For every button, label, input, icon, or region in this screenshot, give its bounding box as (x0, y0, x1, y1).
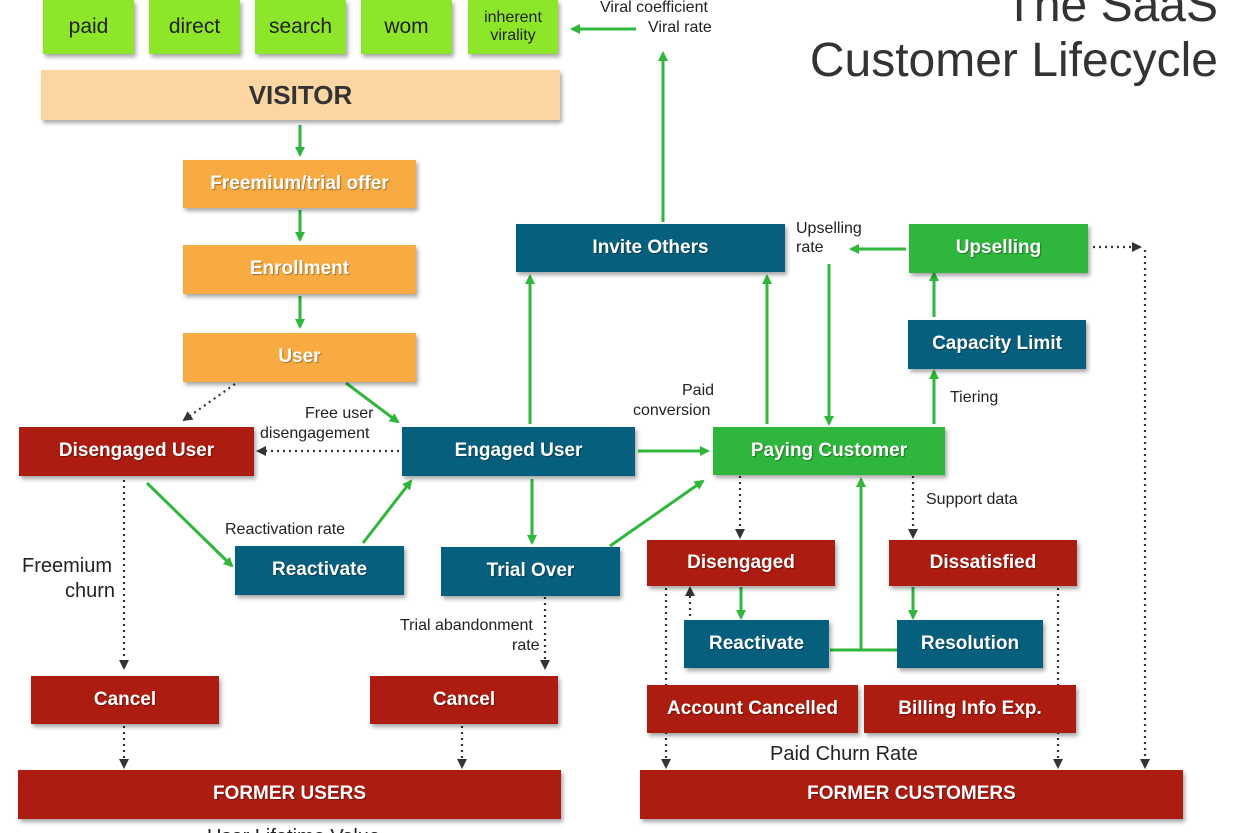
arrow-trial-over-to-paying (609, 479, 705, 548)
cancel-left-box: Cancel (31, 676, 219, 724)
source-wom: wom (361, 0, 452, 54)
disengaged-box: Disengaged (647, 540, 835, 586)
label-upselling-rate-1: Upselling (796, 220, 862, 237)
title-line-2: Customer Lifecycle (809, 34, 1218, 88)
label-trial-abandonment-1: Trial abandonment (400, 617, 533, 634)
label-support-data: Support data (926, 491, 1018, 508)
trial-over-box: Trial Over (441, 547, 620, 596)
label-freemium-churn-1: Freemium (22, 555, 113, 577)
reactivate-left-box: Reactivate (235, 546, 404, 595)
dissatisfied-box: Dissatisfied (889, 540, 1077, 586)
source-inherent-virality: inherent virality (468, 0, 558, 54)
upselling-box: Upselling (909, 224, 1088, 273)
label-viral-rate: Viral rate (648, 19, 712, 36)
former-users-box: FORMER USERS (18, 770, 561, 819)
label-reactivation-rate: Reactivation rate (225, 521, 346, 538)
label-trial-abandonment-2: rate (512, 637, 540, 654)
reactivate-right-box: Reactivate (684, 620, 829, 668)
visitor-box: VISITOR (41, 70, 560, 120)
arrow-reactivate-to-engaged (361, 479, 413, 544)
label-paid-churn-rate: Paid Churn Rate (770, 743, 918, 765)
label-free-user-1: Free user (305, 405, 374, 422)
cancel-mid-box: Cancel (370, 676, 558, 724)
label-viral-coefficient: Viral coefficient (600, 0, 708, 16)
label-free-user-2: disengagement (260, 425, 370, 442)
freemium-offer-box: Freemium/trial offer (183, 160, 416, 208)
source-search: search (255, 0, 346, 54)
label-freemium-churn-2: churn (65, 580, 116, 602)
label-upselling-rate-2: rate (796, 239, 824, 256)
label-tiering: Tiering (950, 389, 999, 406)
source-paid: paid (43, 0, 134, 54)
label-paid-conversion-2: conversion (633, 402, 711, 419)
invite-others-box: Invite Others (516, 224, 785, 272)
former-customers-box: FORMER CUSTOMERS (640, 770, 1183, 819)
arrow-disengaged-user-to-reactivate (145, 481, 234, 568)
arrow-user-to-disengaged-user (182, 383, 236, 422)
capacity-limit-box: Capacity Limit (908, 320, 1086, 369)
enrollment-box: Enrollment (183, 245, 416, 294)
billing-info-exp-box: Billing Info Exp. (864, 685, 1076, 733)
paying-customer-box: Paying Customer (713, 427, 945, 475)
page-title: The SaaS Customer Lifecycle (810, 0, 1218, 88)
account-cancelled-box: Account Cancelled (647, 685, 858, 733)
arrow-user-to-engaged (345, 381, 400, 424)
disengaged-user-box: Disengaged User (19, 427, 254, 476)
label-paid-conversion-1: Paid (682, 382, 715, 399)
label-user-lifetime-value: User Lifetime Value (207, 825, 380, 833)
title-line-1: The SaaS (1004, 0, 1218, 32)
source-direct: direct (149, 0, 240, 54)
resolution-box: Resolution (897, 620, 1043, 668)
user-box: User (183, 333, 416, 382)
engaged-user-box: Engaged User (402, 427, 635, 476)
